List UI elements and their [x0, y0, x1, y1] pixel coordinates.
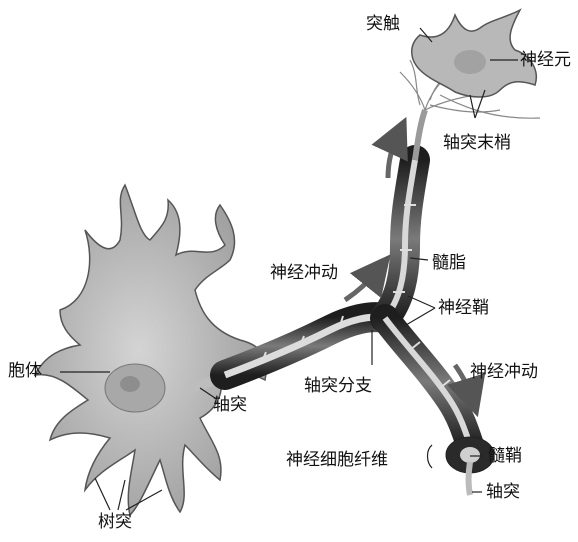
label-axon-main: 轴突 [213, 397, 247, 414]
impulse-arrow-top [388, 135, 398, 178]
label-myelin: 髓脂 [432, 255, 466, 272]
label-axon-end: 轴突 [486, 484, 520, 501]
lower-axon-branch [385, 318, 494, 495]
cell-body [35, 185, 266, 515]
label-cell-body: 胞体 [8, 363, 42, 380]
label-nerve-impulse-lower: 神经冲动 [470, 364, 538, 381]
label-nerve-sheath: 神经鞘 [438, 300, 489, 317]
label-neuron: 神经元 [520, 52, 571, 69]
label-dendrite: 树突 [98, 514, 132, 531]
label-axon-terminal: 轴突末梢 [443, 135, 511, 152]
label-axon-branch: 轴突分支 [304, 378, 372, 395]
impulse-arrow-upper [345, 270, 378, 300]
nucleolus [120, 376, 140, 392]
label-nerve-fiber: 神经细胞纤维 [286, 452, 388, 469]
upper-axon-branch [385, 110, 425, 318]
label-synapse: 突触 [366, 16, 400, 33]
label-nerve-impulse-upper: 神经冲动 [270, 265, 338, 282]
label-myelin-sheath: 髓鞘 [488, 448, 522, 465]
target-neuron [412, 10, 537, 97]
target-nucleus [454, 50, 486, 74]
